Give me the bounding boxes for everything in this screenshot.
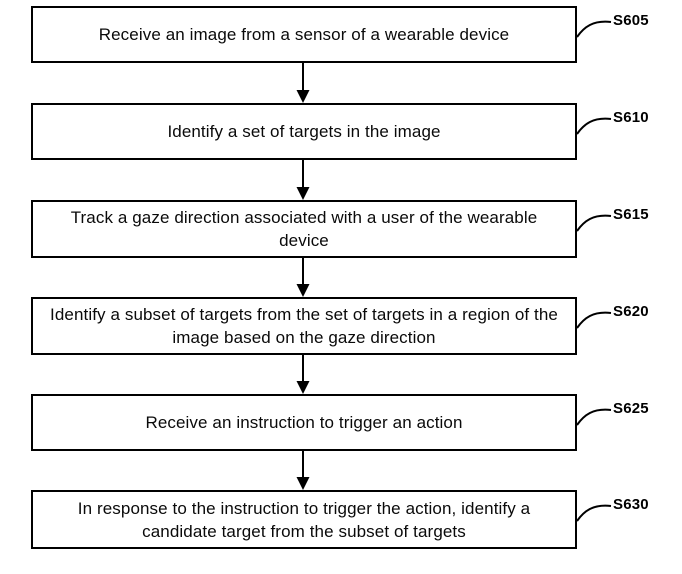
leader-line [576, 117, 612, 135]
leader-line [576, 408, 612, 426]
flow-step-box-s630: In response to the instruction to trigge… [31, 490, 577, 549]
flow-step-box-s615: Track a gaze direction associated with a… [31, 200, 577, 258]
flow-step-box-s610: Identify a set of targets in the image [31, 103, 577, 160]
flow-arrow [296, 258, 310, 297]
flow-step-box-s625: Receive an instruction to trigger an act… [31, 394, 577, 451]
arrowhead-down-icon [296, 284, 310, 297]
flow-arrow [296, 355, 310, 394]
step-reference-label: S610 [613, 109, 649, 126]
step-reference-label: S625 [613, 400, 649, 417]
leader-line [576, 20, 612, 38]
flow-step-box-s605: Receive an image from a sensor of a wear… [31, 6, 577, 63]
arrowhead-down-icon [296, 477, 310, 490]
leader-line [576, 504, 612, 522]
flow-step-box-s620: Identify a subset of targets from the se… [31, 297, 577, 355]
arrowhead-down-icon [296, 90, 310, 103]
step-text: Receive an instruction to trigger an act… [145, 413, 463, 432]
flow-arrow [296, 160, 310, 200]
arrowhead-down-icon [296, 187, 310, 200]
flow-arrow [296, 63, 310, 103]
leader-line [576, 214, 612, 232]
step-text: Identify a subset of targets from the se… [50, 305, 558, 347]
arrowhead-down-icon [296, 381, 310, 394]
step-text: Track a gaze direction associated with a… [70, 208, 538, 250]
step-reference-label: S615 [613, 206, 649, 223]
step-reference-label: S630 [613, 496, 649, 513]
step-text: In response to the instruction to trigge… [77, 498, 531, 541]
leader-line [576, 311, 612, 329]
step-reference-label: S620 [613, 303, 649, 320]
step-text: Identify a set of targets in the image [167, 122, 441, 141]
flow-arrow [296, 451, 310, 490]
step-text: Receive an image from a sensor of a wear… [98, 25, 510, 44]
step-reference-label: S605 [613, 12, 649, 29]
